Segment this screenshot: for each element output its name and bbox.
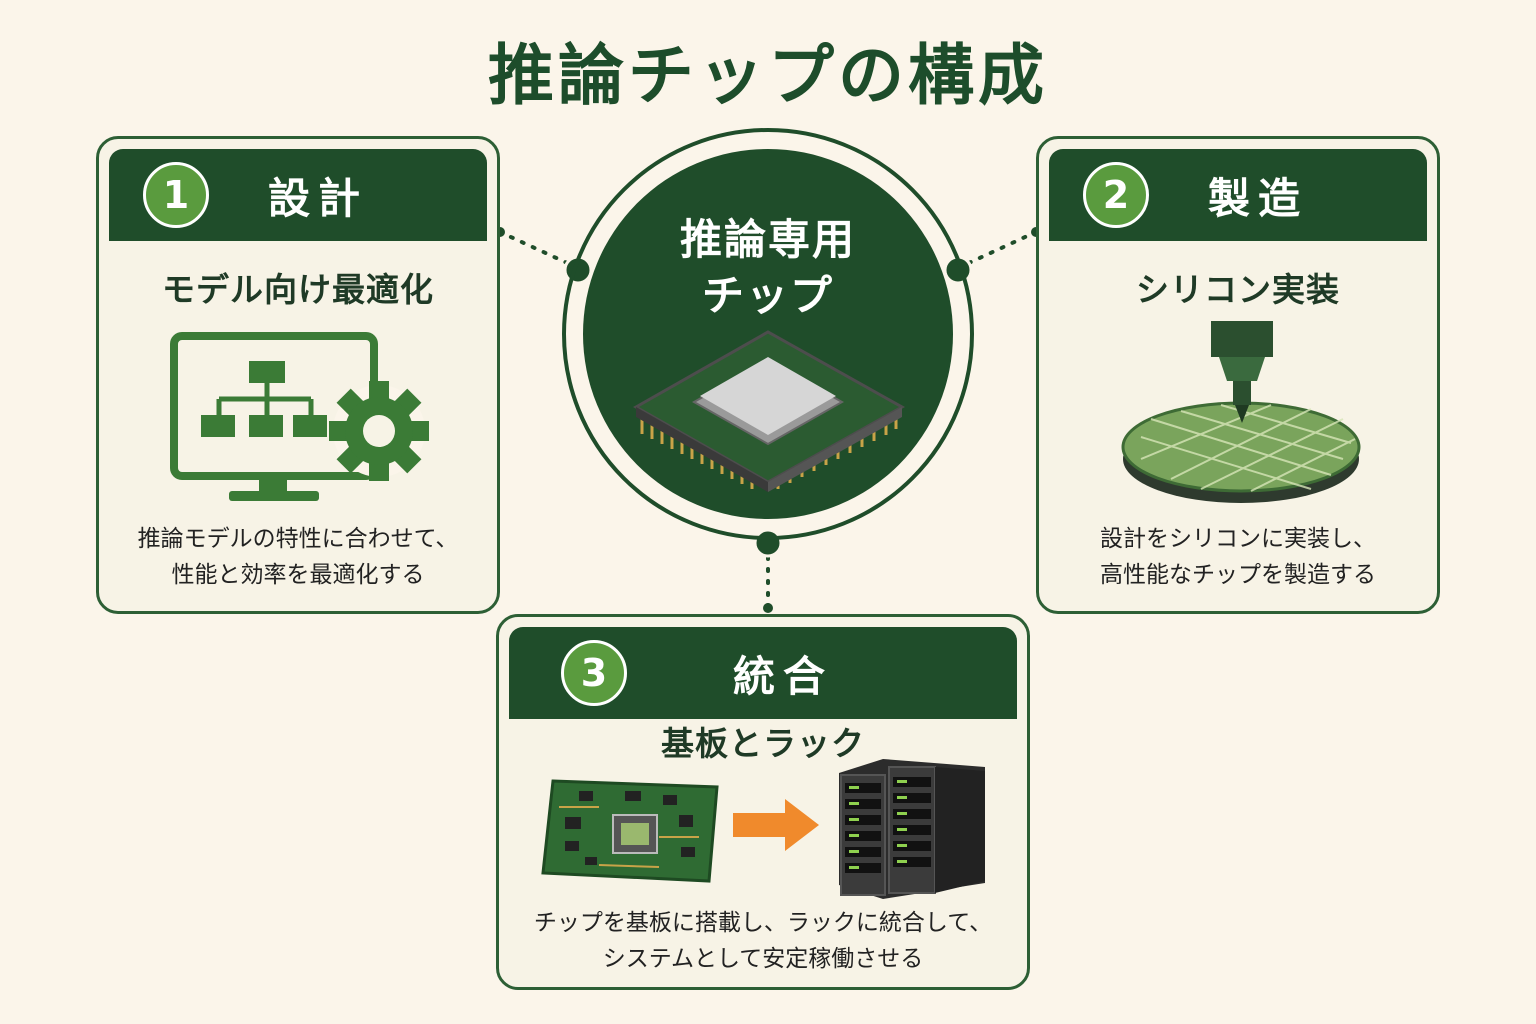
chip-icon — [632, 330, 906, 492]
center-label: 推論専用 チップ — [583, 212, 953, 324]
step-description: 推論モデルの特性に合わせて、 性能と効率を最適化する — [99, 521, 497, 593]
step-card-integration: 3 統合 基板とラック — [496, 614, 1030, 990]
step-title: 製造 — [1207, 173, 1308, 223]
step-description-line1: 推論モデルの特性に合わせて、 — [137, 526, 459, 552]
page-title: 推論チップの構成 — [488, 37, 1048, 114]
step-description-line2: システムとして安定稼働させる — [602, 946, 924, 972]
server-rack-icon — [839, 759, 985, 899]
monitor-gear-icon — [170, 332, 429, 501]
wafer-icon — [1121, 321, 1361, 503]
step-description-line1: チップを基板に搭載し、ラックに統合して、 — [533, 910, 993, 936]
step-subtitle: モデル向け最適化 — [162, 270, 434, 309]
circuit-board-icon — [541, 779, 719, 883]
step-description-line2: 性能と効率を最適化する — [171, 562, 425, 588]
step-header: 2 製造 — [1049, 149, 1427, 241]
step-card-manufacturing: 2 製造 シリコン実装 設計をシリコンに実装し、 高性能なチップを製造する — [1036, 136, 1440, 614]
center-label-line1: 推論専用 — [679, 215, 856, 264]
step-number-badge: 2 — [1083, 162, 1149, 228]
step-subtitle: 基板とラック — [661, 724, 865, 763]
step-number-badge: 3 — [561, 640, 627, 706]
step-number-badge: 1 — [143, 162, 209, 228]
step-card-design: 1 設計 モデル向け最適化 推論モデルの特性に合わせて、 性能と効 — [96, 136, 500, 614]
center-ring — [562, 128, 974, 540]
step-description-line1: 設計をシリコンに実装し、 — [1100, 526, 1376, 552]
step-description: 設計をシリコンに実装し、 高性能なチップを製造する — [1039, 521, 1437, 593]
center-label-line2: チップ — [701, 271, 834, 320]
step-subtitle: シリコン実装 — [1136, 270, 1340, 309]
step-title: 統合 — [732, 651, 833, 701]
step-title: 設計 — [267, 173, 368, 223]
step-header: 1 設計 — [109, 149, 487, 241]
step-description: チップを基板に搭載し、ラックに統合して、 システムとして安定稼働させる — [499, 905, 1027, 977]
step-description-line2: 高性能なチップを製造する — [1100, 562, 1376, 588]
arrow-right-icon — [733, 799, 819, 851]
step-header: 3 統合 — [509, 627, 1017, 719]
